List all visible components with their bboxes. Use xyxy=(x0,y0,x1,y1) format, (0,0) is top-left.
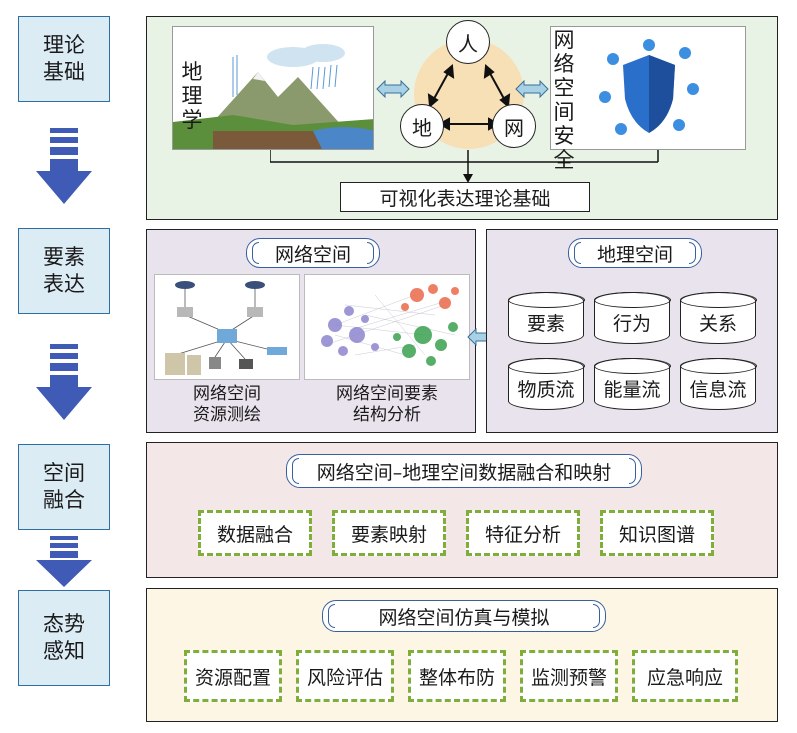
foundation-connector xyxy=(270,150,659,183)
down-arrow-1 xyxy=(36,128,92,204)
geography-illustration xyxy=(172,26,374,150)
security-label: 网络空间安全 xyxy=(553,28,575,172)
down-arrow-3 xyxy=(36,536,92,587)
awareness-item-monitoring-warning: 监测预警 xyxy=(520,650,618,702)
cyber-mapping-caption: 网络空间 资源测绘 xyxy=(193,384,261,425)
awareness-item-emergency-response: 应急响应 xyxy=(632,650,738,702)
geography-label: 地理学 xyxy=(181,60,203,132)
network-topology-icon xyxy=(165,281,287,375)
node-net: 网 xyxy=(492,104,536,148)
down-arrow-2 xyxy=(36,344,92,420)
node-earth: 地 xyxy=(400,104,444,148)
geo-item-label: 关系 xyxy=(698,312,737,335)
awareness-item-overall-defense: 整体布防 xyxy=(408,650,506,702)
stage-awareness: 态势 感知 xyxy=(18,590,110,686)
fusion-title: 网络空间–地理空间数据融合和映射 xyxy=(286,454,642,488)
geo-item-label: 物质流 xyxy=(517,378,575,401)
stage-elements: 要素 表达 xyxy=(18,228,110,314)
node-human: 人 xyxy=(446,20,490,64)
geo-item-label: 能量流 xyxy=(603,378,661,401)
awareness-item-risk-assessment: 风险评估 xyxy=(296,650,394,702)
shield-icon xyxy=(599,39,699,135)
geo-space-title: 地理空间 xyxy=(568,238,702,268)
geo-item-label: 要素 xyxy=(526,312,565,335)
fusion-item-knowledge-graph: 知识图谱 xyxy=(600,510,714,556)
geo-item-info-flow: 信息流 xyxy=(679,357,757,410)
geo-item-energy-flow: 能量流 xyxy=(593,357,671,410)
geo-item-relation: 关系 xyxy=(679,291,757,344)
graph-network-icon xyxy=(321,284,459,366)
double-arrow-right xyxy=(515,80,549,98)
geo-item-material-flow: 物质流 xyxy=(507,357,585,410)
awareness-title: 网络空间仿真与模拟 xyxy=(322,600,606,632)
geo-item-label: 信息流 xyxy=(689,378,747,401)
foundation-box: 可视化表达理论基础 xyxy=(340,182,590,212)
network-mapping-image xyxy=(154,274,300,380)
fusion-item-element-mapping: 要素映射 xyxy=(332,510,446,556)
fusion-item-feature-analysis: 特征分析 xyxy=(466,510,580,556)
fusion-item-data-fusion: 数据融合 xyxy=(198,510,312,556)
stage-theory: 理论 基础 xyxy=(18,16,110,102)
stage-fusion: 空间 融合 xyxy=(18,444,110,530)
awareness-item-resource-config: 资源配置 xyxy=(184,650,282,702)
security-illustration xyxy=(550,26,746,150)
geo-item-behavior: 行为 xyxy=(593,291,671,344)
geo-item-label: 行为 xyxy=(612,312,651,335)
water-cycle-icon xyxy=(173,27,373,149)
geo-item-element: 要素 xyxy=(507,291,585,344)
element-structure-image xyxy=(304,274,470,380)
cyber-space-title: 网络空间 xyxy=(246,238,380,268)
cyber-structure-caption: 网络空间要素 结构分析 xyxy=(336,384,438,425)
double-arrow-left xyxy=(376,80,410,98)
